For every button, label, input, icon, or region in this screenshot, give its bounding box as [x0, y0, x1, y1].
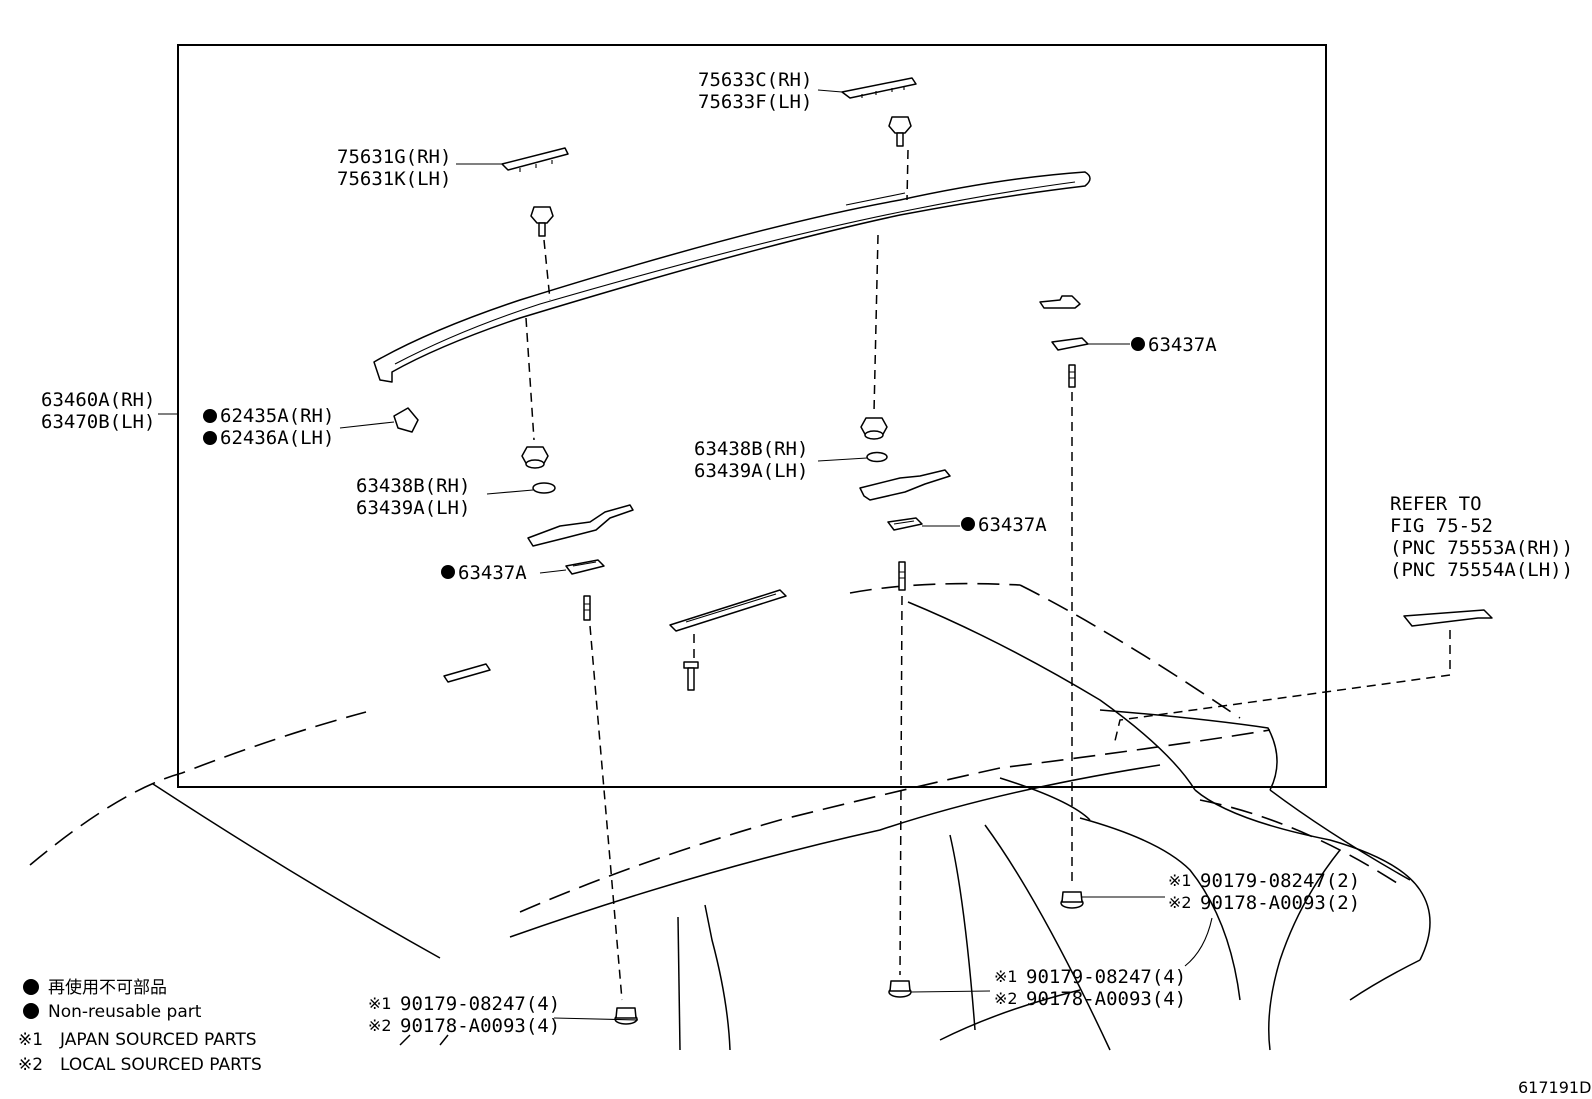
bracket-far-right: [1039, 295, 1081, 309]
part-number-63437A: 63437A: [978, 514, 1047, 536]
screw-center: [683, 661, 699, 691]
rail-cover-75633C: [841, 77, 917, 99]
refer-pnc-lh: (PNC 75554A(LH)): [1390, 559, 1573, 581]
part-number-75631K: 75631K(LH): [337, 168, 451, 190]
mark-japan: ※1: [368, 994, 392, 1013]
mark-local: ※2: [1168, 893, 1192, 912]
part-number-63438B: 63438B(RH): [694, 438, 808, 460]
refer-fig: FIG 75-52: [1390, 515, 1493, 537]
legend-mark-2: ※2: [18, 1055, 43, 1075]
part-number-63438B: 63438B(RH): [356, 475, 470, 497]
part-number-63437A: 63437A: [458, 562, 527, 584]
callout-63437-right: 63437A: [1131, 334, 1217, 356]
pad-far-right-63437A: [1051, 337, 1089, 351]
washer-right: [866, 451, 888, 463]
callout-75631: 75631G(RH) 75631K(LH): [337, 146, 451, 190]
part-number-90179: 90179-08247(4): [1026, 966, 1186, 988]
nut-right: [860, 417, 888, 440]
legend-dot-jp: [23, 979, 39, 995]
non-reusable-dot: [441, 565, 455, 579]
callout-nut-left: ※1 90179-08247(4) ※2 90178-A0093(4): [368, 993, 560, 1037]
pad-left-63437A: [565, 559, 605, 575]
stud-far-right: [1068, 364, 1076, 388]
callout-63437-mid: 63437A: [961, 514, 1047, 536]
refer-text: REFER TO: [1390, 493, 1482, 515]
part-number-90178: 90178-A0093(4): [400, 1015, 560, 1037]
part-number-62436A: 62436A(LH): [220, 427, 334, 449]
part-number-90179: 90179-08247(4): [400, 993, 560, 1015]
assembly-lines: [525, 149, 1451, 1001]
refer-pnc-rh: (PNC 75553A(RH)): [1390, 537, 1573, 559]
nut-left: [521, 446, 549, 469]
part-number-75633F: 75633F(LH): [698, 91, 812, 113]
part-number-63470B: 63470B(LH): [41, 411, 155, 433]
callout-75633: 75633C(RH) 75633F(LH): [698, 69, 812, 113]
trim-strip-center: [669, 589, 787, 632]
legend-japan-sourced: JAPAN SOURCED PARTS: [59, 1030, 257, 1050]
callout-63438-right: 63438B(RH) 63439A(LH): [694, 438, 808, 482]
part-number-90178: 90178-A0093(2): [1200, 892, 1360, 914]
part-number-75633C: 75633C(RH): [698, 69, 812, 91]
stud-left: [583, 595, 591, 621]
part-number-63439A: 63439A(LH): [694, 460, 808, 482]
callout-63460: 63460A(RH) 63470B(LH): [41, 389, 155, 433]
bolt-right: [888, 116, 912, 147]
part-number-63439A: 63439A(LH): [356, 497, 470, 519]
mark-local: ※2: [994, 989, 1018, 1008]
legend-non-reusable-en: Non-reusable part: [48, 1002, 202, 1022]
mark-japan: ※1: [1168, 871, 1192, 890]
legend-non-reusable-jp: 再使用不可部品: [48, 977, 167, 998]
rail-cover-75553A: [1403, 609, 1493, 627]
clip-lower-left: [443, 663, 491, 683]
part-number-63460A: 63460A(RH): [41, 389, 155, 411]
non-reusable-dot: [1131, 337, 1145, 351]
mark-local: ※2: [368, 1016, 392, 1035]
vehicle-body-outline: [29, 582, 1431, 1051]
legend: 再使用不可部品 Non-reusable part ※1 JAPAN SOURC…: [18, 977, 262, 1075]
detail-frame: [177, 44, 1327, 788]
part-number-90178: 90178-A0093(4): [1026, 988, 1186, 1010]
washer-left: [532, 482, 556, 494]
end-cap-62435A: [393, 407, 419, 433]
non-reusable-dot: [203, 431, 217, 445]
roof-rail-63460A: [373, 171, 1091, 383]
bracket-left: [527, 504, 634, 547]
callout-nut-mid: ※1 90179-08247(4) ※2 90178-A0093(4): [994, 966, 1186, 1010]
non-reusable-dot: [203, 409, 217, 423]
part-number-62435A: 62435A(RH): [220, 405, 334, 427]
part-number-75631G: 75631G(RH): [337, 146, 451, 168]
leader-lines: [158, 89, 1213, 1021]
callout-63437-left: 63437A: [441, 562, 527, 584]
bottom-nut-left: [614, 1007, 638, 1025]
callout-refer-to: REFER TO FIG 75-52 (PNC 75553A(RH)) (PNC…: [1390, 493, 1573, 581]
legend-local-sourced: LOCAL SOURCED PARTS: [60, 1055, 262, 1075]
part-number-90179: 90179-08247(2): [1200, 870, 1360, 892]
non-reusable-dot: [961, 517, 975, 531]
mark-japan: ※1: [994, 967, 1018, 986]
pad-right-63437A: [887, 517, 923, 531]
bolt-left: [530, 206, 554, 237]
bracket-right: [859, 469, 951, 501]
callout-62435: 62435A(RH) 62436A(LH): [203, 405, 334, 449]
stud-right: [898, 561, 906, 591]
figure-id: 617191D: [1518, 1078, 1591, 1097]
legend-mark-1: ※1: [18, 1030, 43, 1050]
bottom-nut-mid: [888, 980, 912, 998]
part-number-63437A: 63437A: [1148, 334, 1217, 356]
bottom-nut-right: [1060, 891, 1084, 909]
callout-nut-right: ※1 90179-08247(2) ※2 90178-A0093(2): [1168, 870, 1360, 914]
callout-63438-left: 63438B(RH) 63439A(LH): [356, 475, 470, 519]
rail-cover-75631G: [501, 147, 569, 172]
legend-dot-en: [23, 1003, 39, 1019]
